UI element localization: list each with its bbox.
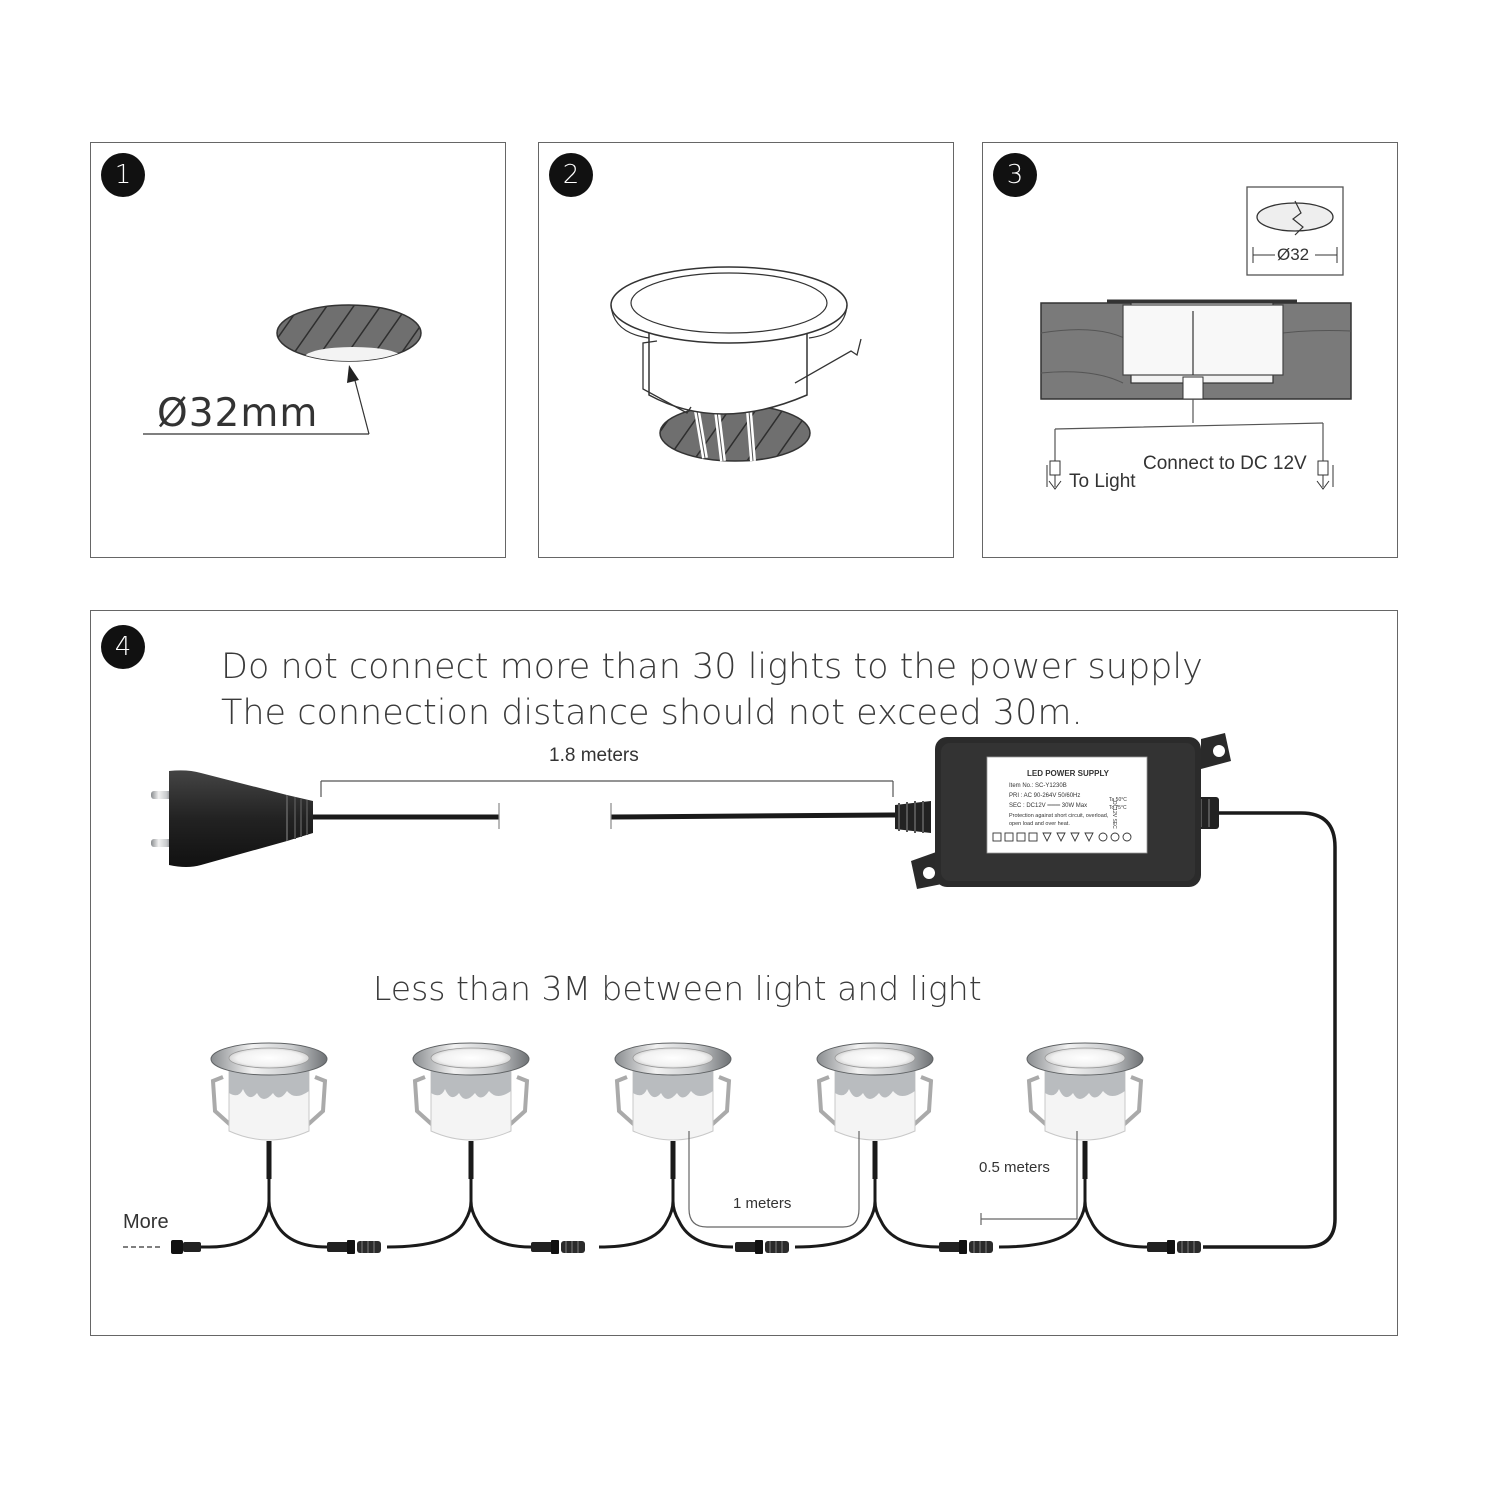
ps-side-label: DC12V SEC [1111,801,1117,829]
hole-drilling-illustration [143,304,422,435]
note-line-1: Do not connect more than 30 lights to th… [221,647,1203,687]
step-2-badge: 2 [549,153,593,197]
light-cables [191,1179,1148,1249]
deck-light-1 [209,1041,329,1181]
installed-cross-section-illustration [1040,186,1352,490]
ps-item-no: Item No.: SC-Y1230B [1009,783,1067,789]
step-2-panel: 2 [538,142,954,558]
lead-length-dimension [980,1131,1078,1225]
step-4-panel: 4 [90,610,1398,1336]
light-insertion-illustration [610,266,862,462]
supply-label-plate [986,756,1148,854]
ps-protection-1: Protection against short circuit, overlo… [1009,813,1109,819]
detail-diameter-label: Ø32 [1277,245,1310,264]
deck-light-4 [815,1041,935,1181]
cable-length-label: 1.8 meters [549,745,639,766]
power-supply-unit [895,733,1231,889]
ps-sec: SEC : DC12V ═══ 30W Max [1009,803,1088,809]
step-4-badge: 4 [101,625,145,669]
step-3-badge: 3 [993,153,1037,197]
ps-title: LED POWER SUPPLY [1027,769,1109,778]
between-lights-label: 1 meters [733,1195,792,1212]
inline-connectors [171,1240,1201,1254]
ps-pri: PRI : AC 90-264V 50/60Hz [1009,793,1081,799]
to-light-label: To Light [1069,471,1136,492]
note-line-2: The connection distance should not excee… [221,693,1083,733]
step-1-badge: 1 [101,153,145,197]
step-1-panel: 1 Ø32mm [90,142,506,558]
ps-temp-c: Tc 75°C [1109,805,1127,811]
lead-length-label: 0.5 meters [979,1159,1050,1176]
eu-plug [151,770,313,867]
deck-light-2 [411,1041,531,1181]
deck-light-3 [613,1041,733,1181]
hole-diameter-label: Ø32mm [157,391,319,436]
ps-protection-2: open load and over heat. [1009,821,1070,827]
more-label: More [123,1211,169,1233]
step-3-panel: 3 Ø32 To Light Connect to DC 12V [982,142,1398,558]
connect-dc-label: Connect to DC 12V [1143,453,1307,474]
light-spacing-dimension [688,1131,860,1228]
spacing-note: Less than 3M between light and light [373,969,982,1008]
ps-temp-a: Ta 50°C [1109,797,1127,803]
wiring-diagram [123,733,1337,1254]
